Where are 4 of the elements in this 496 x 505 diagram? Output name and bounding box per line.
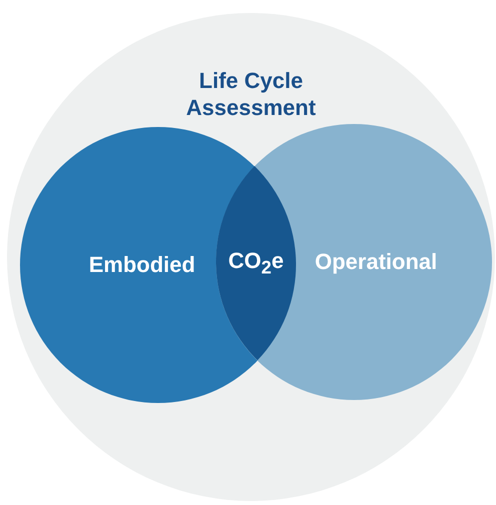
overlap-label: CO$_{2}$e xyxy=(228,248,284,279)
circle-label: Embodied xyxy=(88,252,196,278)
diagram-heading: Life Cycle Assessment xyxy=(185,67,317,121)
circle-label: Operational xyxy=(314,249,438,275)
